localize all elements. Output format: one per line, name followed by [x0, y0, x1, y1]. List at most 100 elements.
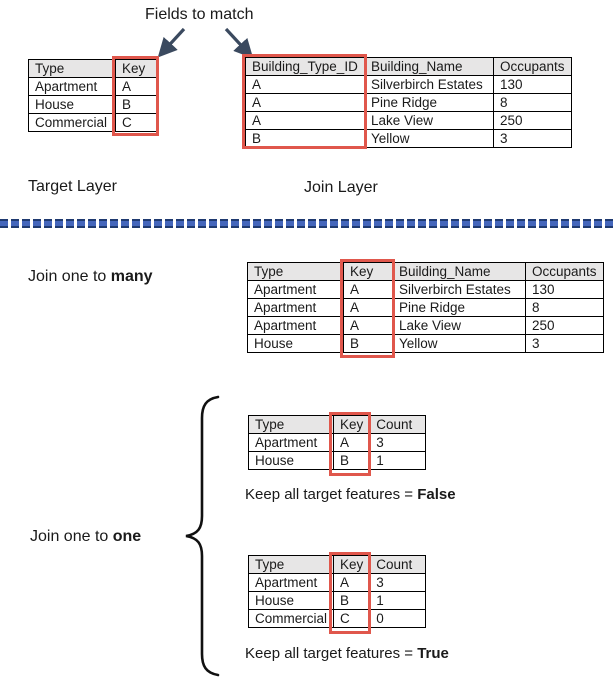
table-cell: Apartment: [248, 433, 334, 452]
curly-brace-icon: [185, 395, 220, 677]
target-layer-label: Target Layer: [28, 178, 117, 195]
table-cell: 3: [493, 129, 572, 148]
keep-false-prefix: Keep all target features =: [245, 486, 418, 503]
table-cell: Silverbirch Estates: [364, 75, 494, 94]
table-cell: House: [247, 334, 344, 353]
table-cell: Yellow: [392, 334, 526, 353]
keep-false-bold: False: [417, 486, 456, 503]
fields-to-match-arrows: [157, 27, 254, 59]
table-cell: A: [245, 93, 365, 112]
table-cell: Lake View: [392, 316, 526, 335]
column-header: Key: [333, 555, 371, 574]
column-header: Key: [332, 415, 371, 434]
table-cell: Apartment: [247, 280, 344, 299]
down-right-arrow-icon: [224, 27, 254, 59]
table-cell: A: [245, 111, 365, 130]
table-cell: Pine Ridge: [392, 298, 526, 317]
join-one-to-many-bold: many: [110, 268, 153, 285]
table-cell: C: [115, 113, 159, 132]
table-cell: Commercial: [247, 609, 335, 628]
column-header: Building_Type_ID: [245, 57, 365, 76]
table-cell: House: [247, 591, 335, 610]
column-header: Key: [115, 59, 159, 78]
table-cell: 3: [525, 334, 604, 353]
table-cell: A: [115, 77, 159, 96]
table-cell: 3: [369, 573, 427, 592]
table-cell: Silverbirch Estates: [392, 280, 526, 299]
table-cell: B: [245, 129, 365, 148]
column-header: Building_Name: [364, 57, 494, 76]
keep-true-label: Keep all target features = True: [245, 645, 449, 662]
table-cell: B: [333, 591, 371, 610]
join-one-to-one-label: Join one to one: [30, 528, 141, 546]
down-left-arrow-icon: [157, 27, 186, 58]
table-cell: 8: [493, 93, 572, 112]
join-one-to-many-prefix: Join one to: [28, 268, 111, 285]
join-one-to-many-label: Join one to many: [28, 268, 153, 286]
column-header: Type: [247, 262, 344, 281]
column-header: Type: [248, 415, 334, 434]
table-cell: C: [333, 609, 371, 628]
column-header: Count: [369, 415, 427, 434]
table-cell: House: [28, 95, 116, 114]
join-one-to-one-prefix: Join one to: [30, 528, 113, 545]
table-cell: Apartment: [247, 298, 344, 317]
table-cell: 1: [369, 451, 427, 470]
column-header: Occupants: [525, 262, 604, 281]
table-cell: B: [115, 95, 159, 114]
table-cell: A: [343, 280, 393, 299]
keep-false-label: Keep all target features = False: [245, 486, 456, 503]
keep-true-bold: True: [417, 645, 449, 662]
table-cell: Apartment: [247, 573, 335, 592]
table-cell: A: [343, 316, 393, 335]
table-cell: 130: [493, 75, 572, 94]
table-cell: 1: [369, 591, 427, 610]
table-cell: Apartment: [28, 77, 116, 96]
table-cell: Lake View: [364, 111, 494, 130]
table-cell: A: [332, 433, 371, 452]
table-cell: 3: [369, 433, 427, 452]
table-cell: Pine Ridge: [364, 93, 494, 112]
keep-true-prefix: Keep all target features =: [245, 645, 418, 662]
table-cell: 250: [493, 111, 572, 130]
table-cell: Apartment: [247, 316, 344, 335]
fields-to-match-label: Fields to match: [145, 6, 254, 23]
table-cell: 130: [525, 280, 604, 299]
table-cell: 0: [369, 609, 427, 628]
column-header: Key: [343, 262, 393, 281]
column-header: Building_Name: [392, 262, 526, 281]
column-header: Count: [369, 555, 427, 574]
table-cell: 250: [525, 316, 604, 335]
table-cell: Commercial: [28, 113, 116, 132]
join-one-to-one-bold: one: [112, 528, 142, 545]
column-header: Occupants: [493, 57, 572, 76]
table-cell: 8: [525, 298, 604, 317]
table-cell: A: [333, 573, 371, 592]
table-cell: B: [332, 451, 371, 470]
table-cell: A: [245, 75, 365, 94]
